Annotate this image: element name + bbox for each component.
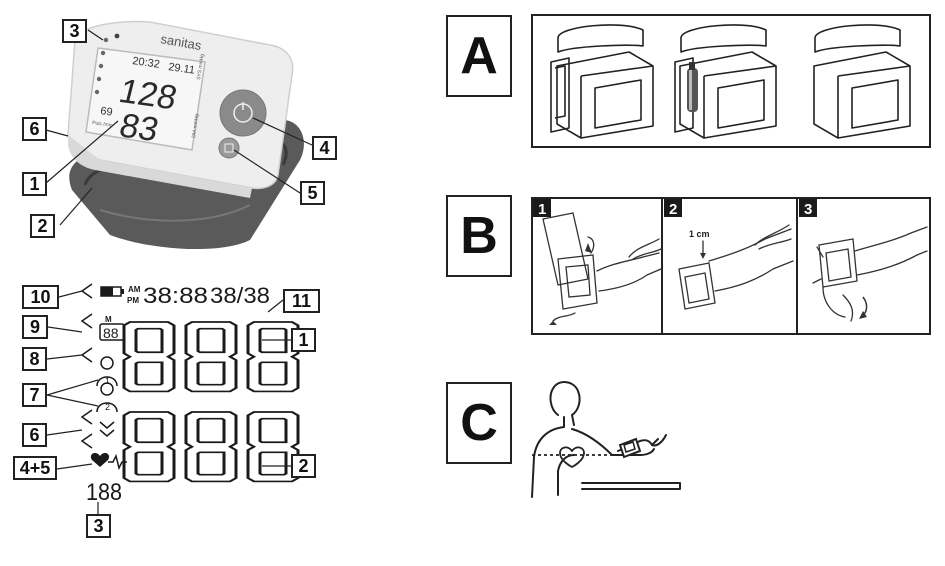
lcd-pm: PM	[127, 296, 139, 305]
callout-6-top: 6	[22, 117, 47, 141]
callout-7-users: 7	[22, 383, 47, 407]
lcd-date: 38/38	[210, 283, 270, 308]
lcd-user-1: 1	[105, 376, 110, 386]
lcd-mem-m: M	[105, 315, 112, 324]
screen-systolic: 128	[115, 72, 180, 117]
screen-date: 29.11	[168, 61, 196, 77]
panel-c-posture	[520, 375, 690, 505]
lcd-diagram: AM PM 38:88 38/38 M 88 1 2	[0, 270, 340, 561]
callout-5-memory-button: 5	[300, 181, 325, 205]
callout-11-date: 11	[283, 289, 320, 313]
lcd-pulse-digits: 188	[86, 479, 122, 506]
step-note-1cm: 1 cm	[689, 229, 710, 239]
callout-4-start-button: 4	[312, 136, 337, 160]
callout-1-display: 1	[22, 172, 47, 196]
callout-8-arrow: 8	[22, 347, 47, 371]
callout-1-systolic: 1	[291, 328, 316, 352]
screen-pulse: 69	[100, 105, 114, 119]
sys-label: SYS mmHg	[196, 53, 206, 80]
panel-a-letter: A	[446, 15, 512, 97]
heart-level-posture-drawing	[531, 381, 681, 498]
lcd-user-2: 2	[105, 402, 110, 412]
panel-b-cuff-steps: 1 cm 1 2 3	[531, 197, 931, 335]
screen-diastolic: 83	[116, 107, 163, 149]
callout-4-5-arrhythmia: 4+5	[13, 456, 57, 480]
brand-logo: sanitas	[159, 31, 203, 53]
callout-2-cuff: 2	[30, 214, 55, 238]
panel-a-battery-steps	[531, 14, 931, 148]
wrist-monitor-drawing: sanitas 20:32 29.11 128 83 69 Puls /min …	[45, 20, 313, 250]
panel-b-letter: B	[446, 195, 512, 277]
lcd-am: AM	[128, 285, 141, 294]
step-badge-1: 1	[538, 201, 546, 218]
screen-time: 20:32	[132, 55, 161, 71]
start-stop-button[interactable]	[219, 89, 267, 137]
battery-insert-drawing	[550, 24, 911, 139]
callout-9-memory: 9	[22, 315, 48, 339]
step-badge-2: 2	[669, 201, 677, 218]
lcd-sys-digits	[122, 320, 300, 393]
pulse-label: Puls /min	[92, 120, 113, 129]
callout-2-diastolic: 2	[291, 454, 316, 478]
panel-c-letter: C	[446, 382, 512, 464]
callout-10-battery: 10	[22, 285, 59, 309]
step-badge-3: 3	[804, 201, 812, 218]
callout-3-buttons-leds: 3	[62, 19, 87, 43]
memory-button[interactable]	[218, 137, 240, 159]
lcd-time: 38:88	[143, 283, 208, 308]
lcd-segments-drawing: AM PM 38:88 38/38 M 88 1 2	[46, 283, 300, 514]
lcd-dia-digits	[122, 410, 300, 483]
dia-label: DIA mmHg	[191, 113, 200, 138]
device-illustration: sanitas 20:32 29.11 128 83 69 Puls /min …	[0, 0, 340, 250]
lcd-mem-digits: 88	[103, 325, 119, 341]
callout-6-cuff-check: 6	[22, 423, 47, 447]
cuff-application-drawing: 1 cm 1 2 3	[533, 199, 928, 333]
callout-3-pulse: 3	[86, 514, 111, 538]
